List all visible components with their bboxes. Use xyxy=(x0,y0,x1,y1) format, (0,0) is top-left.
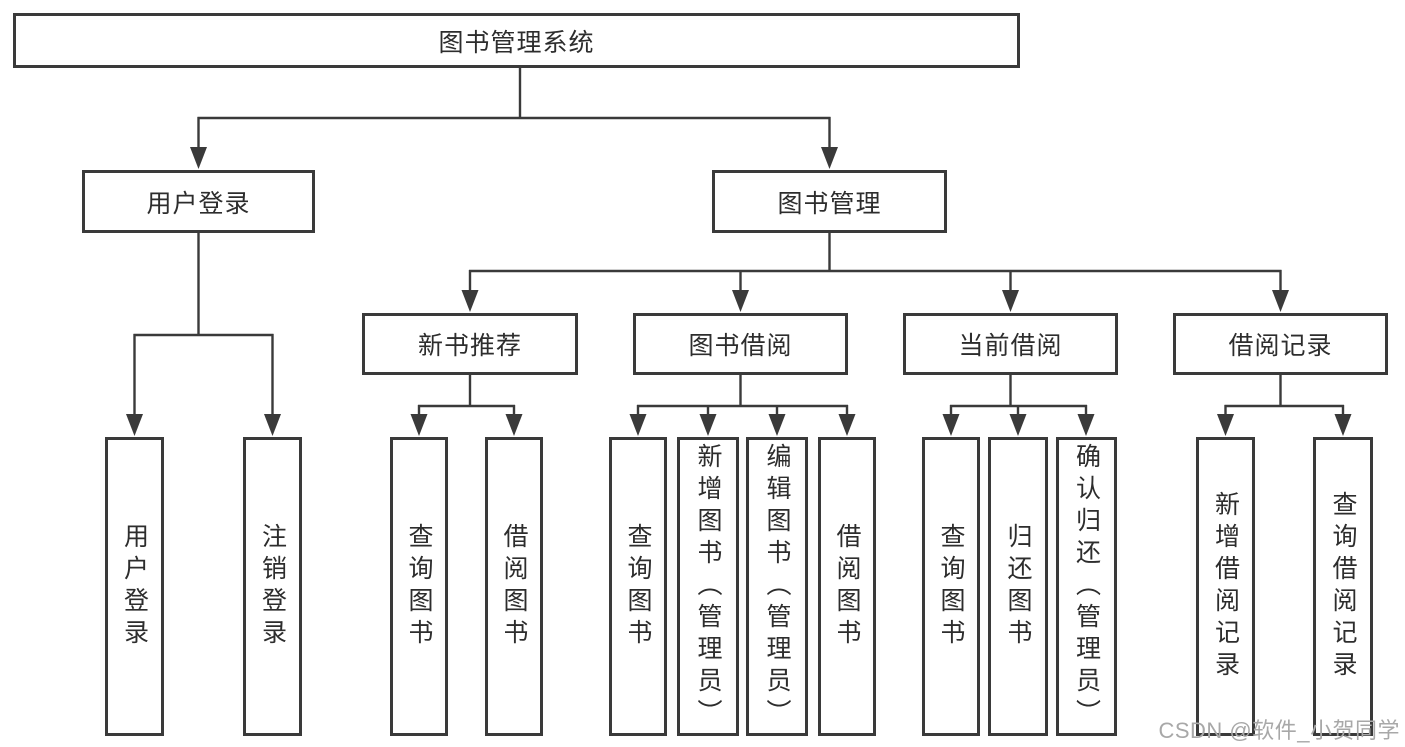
leaf-query-books-current-label: 查询图书 xyxy=(937,522,965,651)
leaf-query-books-new: 查询图书 xyxy=(390,437,448,736)
leaf-add-borrow-record-label: 新增借阅记录 xyxy=(1211,490,1240,683)
connector-new-books-children xyxy=(417,375,516,417)
leaf-user-login-label: 用户登录 xyxy=(120,522,149,651)
arrowhead xyxy=(461,290,479,312)
leaf-confirm-return-admin-label: 确认归还（管理员） xyxy=(1072,442,1101,731)
leaf-query-borrow-record: 查询借阅记录 xyxy=(1313,437,1373,736)
arrowhead xyxy=(629,414,647,436)
connector-root-to-level2 xyxy=(197,67,831,150)
leaf-query-borrow-record-label: 查询借阅记录 xyxy=(1329,490,1357,683)
node-book-mgmt: 图书管理 xyxy=(712,170,947,233)
connector-book-mgmt-children xyxy=(468,233,1282,293)
leaf-logout-label: 注销登录 xyxy=(258,522,287,651)
node-user-login: 用户登录 xyxy=(82,170,315,233)
leaf-user-login: 用户登录 xyxy=(105,437,164,736)
leaf-return-book-label: 归还图书 xyxy=(1004,522,1032,651)
node-borrow-records: 借阅记录 xyxy=(1173,313,1388,375)
node-new-books: 新书推荐 xyxy=(362,313,578,375)
arrowhead xyxy=(410,414,428,436)
leaf-add-book-admin-label: 新增图书（管理员） xyxy=(694,442,722,731)
arrowhead xyxy=(190,147,207,169)
leaf-borrow-books-new-label: 借阅图书 xyxy=(500,522,528,651)
leaf-confirm-return-admin: 确认归还（管理员） xyxy=(1056,437,1117,736)
arrowhead xyxy=(732,290,749,312)
node-current-borrow: 当前借阅 xyxy=(903,313,1118,375)
leaf-edit-book-admin-label: 编辑图书（管理员） xyxy=(763,442,791,731)
arrowhead xyxy=(699,414,717,436)
node-current-borrow-label: 当前借阅 xyxy=(958,332,1063,360)
node-book-borrow: 图书借阅 xyxy=(633,313,848,375)
leaf-borrow-books-2: 借阅图书 xyxy=(818,437,876,736)
leaf-query-books-current: 查询图书 xyxy=(922,437,980,736)
arrowhead xyxy=(1077,414,1095,436)
node-root: 图书管理系统 xyxy=(13,13,1020,68)
arrowhead xyxy=(1334,414,1352,436)
arrowhead xyxy=(838,414,856,436)
leaf-query-books-borrow: 查询图书 xyxy=(609,437,667,736)
leaf-query-books-borrow-label: 查询图书 xyxy=(624,522,652,651)
connector-current-borrow-children xyxy=(949,375,1088,417)
node-user-login-label: 用户登录 xyxy=(146,189,251,218)
leaf-borrow-books-new: 借阅图书 xyxy=(485,437,543,736)
node-book-mgmt-label: 图书管理 xyxy=(777,189,882,218)
arrowhead xyxy=(942,414,960,436)
leaf-return-book: 归还图书 xyxy=(988,437,1048,736)
leaf-add-borrow-record: 新增借阅记录 xyxy=(1196,437,1255,736)
node-new-books-label: 新书推荐 xyxy=(417,332,522,360)
leaf-query-books-new-label: 查询图书 xyxy=(405,522,433,651)
arrowhead xyxy=(1009,414,1027,436)
arrowhead xyxy=(505,414,523,436)
arrowhead xyxy=(821,147,838,169)
node-borrow-records-label: 借阅记录 xyxy=(1228,332,1333,360)
connector-user-login-children xyxy=(133,233,274,417)
arrowhead xyxy=(1272,290,1289,312)
leaf-borrow-books-2-label: 借阅图书 xyxy=(833,522,861,651)
arrowhead xyxy=(1002,290,1019,312)
arrowhead xyxy=(768,414,786,436)
arrowhead xyxy=(1217,414,1234,436)
node-book-borrow-label: 图书借阅 xyxy=(688,332,793,360)
arrowheads xyxy=(126,147,1352,436)
arrowhead xyxy=(126,414,143,436)
leaf-edit-book-admin: 编辑图书（管理员） xyxy=(746,437,808,736)
watermark: CSDN @软件_小贺同学 xyxy=(1158,718,1400,743)
arrowhead xyxy=(264,414,281,436)
leaf-logout: 注销登录 xyxy=(243,437,302,736)
connector-book-borrow-children xyxy=(636,375,849,417)
node-root-label: 图书管理系统 xyxy=(438,28,595,57)
leaf-add-book-admin: 新增图书（管理员） xyxy=(677,437,739,736)
connector-borrow-records-children xyxy=(1224,375,1345,417)
